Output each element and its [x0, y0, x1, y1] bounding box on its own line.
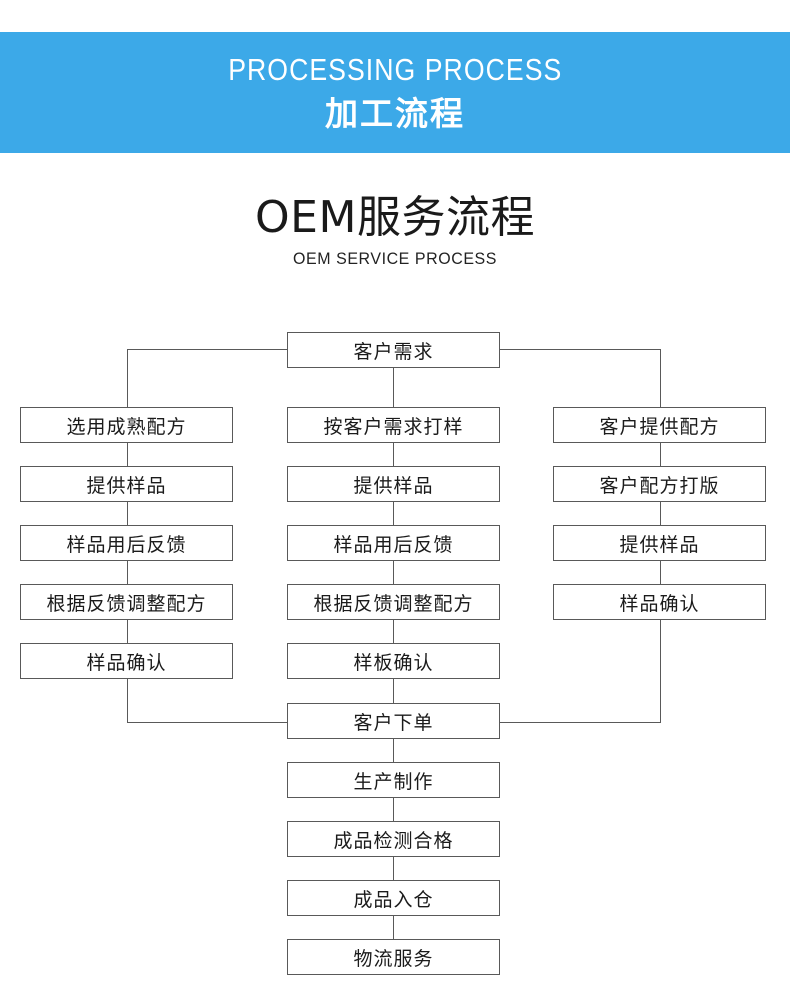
- connector-right-merge-down: [660, 620, 661, 722]
- connector-bottom-1: [393, 739, 394, 762]
- flow-node-middle-1[interactable]: 按客户需求打样: [287, 407, 500, 443]
- flow-node-right-2[interactable]: 客户配方打版: [553, 466, 766, 502]
- connector-left-2: [127, 502, 128, 525]
- connector-right-3: [660, 561, 661, 584]
- connector-right-2: [660, 502, 661, 525]
- flow-node-middle-2[interactable]: 提供样品: [287, 466, 500, 502]
- flow-node-left-1[interactable]: 选用成熟配方: [20, 407, 233, 443]
- flow-node-right-4[interactable]: 样品确认: [553, 584, 766, 620]
- connector-top-horizontal-right: [500, 349, 661, 350]
- flow-node-merged-5[interactable]: 物流服务: [287, 939, 500, 975]
- flow-node-merged-1[interactable]: 客户下单: [287, 703, 500, 739]
- connector-start-to-middle: [393, 368, 394, 407]
- flow-node-middle-5[interactable]: 样板确认: [287, 643, 500, 679]
- connector-right-merge-horizontal: [500, 722, 661, 723]
- flow-node-left-5[interactable]: 样品确认: [20, 643, 233, 679]
- connector-bottom-2: [393, 798, 394, 821]
- flow-node-middle-3[interactable]: 样品用后反馈: [287, 525, 500, 561]
- connector-middle-5: [393, 679, 394, 703]
- flow-node-left-4[interactable]: 根据反馈调整配方: [20, 584, 233, 620]
- connector-top-horizontal-left: [127, 349, 288, 350]
- connector-left-branch-down: [127, 349, 128, 407]
- flow-node-right-1[interactable]: 客户提供配方: [553, 407, 766, 443]
- flow-node-middle-4[interactable]: 根据反馈调整配方: [287, 584, 500, 620]
- flow-node-start[interactable]: 客户需求: [287, 332, 500, 368]
- connector-right-1: [660, 443, 661, 466]
- flow-node-left-2[interactable]: 提供样品: [20, 466, 233, 502]
- flow-node-merged-4[interactable]: 成品入仓: [287, 880, 500, 916]
- page-title: OEM服务流程: [255, 192, 535, 243]
- connector-left-merge-down: [127, 679, 128, 722]
- section-title-block: OEM服务流程 OEM SERVICE PROCESS: [0, 190, 790, 272]
- header-banner: PROCESSING PROCESS 加工流程: [0, 32, 790, 153]
- page-subtitle: OEM SERVICE PROCESS: [292, 249, 498, 268]
- connector-middle-1: [393, 443, 394, 466]
- connector-left-4: [127, 620, 128, 643]
- connector-left-1: [127, 443, 128, 466]
- banner-english-title: PROCESSING PROCESS: [227, 51, 563, 87]
- flow-node-merged-3[interactable]: 成品检测合格: [287, 821, 500, 857]
- connector-bottom-3: [393, 857, 394, 880]
- connector-middle-4: [393, 620, 394, 643]
- flow-node-right-3[interactable]: 提供样品: [553, 525, 766, 561]
- flow-node-left-3[interactable]: 样品用后反馈: [20, 525, 233, 561]
- connector-bottom-4: [393, 916, 394, 939]
- flow-node-merged-2[interactable]: 生产制作: [287, 762, 500, 798]
- connector-right-branch-down: [660, 349, 661, 407]
- connector-middle-2: [393, 502, 394, 525]
- connector-middle-3: [393, 561, 394, 584]
- connector-left-merge-horizontal: [127, 722, 288, 723]
- banner-chinese-title: 加工流程: [325, 93, 465, 133]
- connector-left-3: [127, 561, 128, 584]
